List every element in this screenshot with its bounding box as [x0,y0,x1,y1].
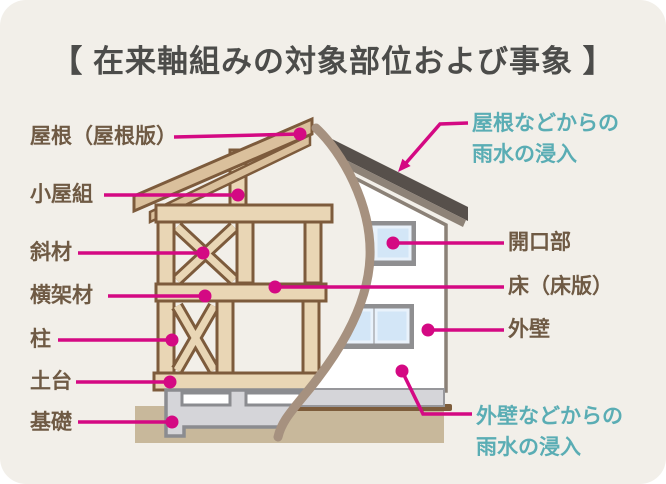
foundation-vent-1 [180,391,232,407]
leader-roof-panel [173,127,307,141]
hazard-roof-arrowhead [398,158,411,172]
leader-kaikoubu [386,236,504,250]
leader-oukazai [108,289,212,303]
cross-brace-1f [171,302,220,374]
label-yuka: 床（床版） [508,275,613,298]
roof-board [132,116,314,214]
post-1f-mid [215,299,235,377]
post-2f-right [303,220,323,285]
label-gaiheki: 外壁 [508,318,550,341]
leader-kiso [78,415,179,429]
leader-koyagumi [104,188,245,202]
finished-foundation-band [278,388,445,407]
top-plate-beam [154,203,334,224]
hazard-wall-line1: 外壁などからの [476,405,623,428]
label-dodai: 土台 [30,370,72,393]
leader-lines [58,121,504,429]
label-kaikoubu: 開口部 [508,231,571,254]
label-hazard-roof: 屋根などからの 雨水の浸入 [472,108,619,170]
label-hazard-wall: 外壁などからの 雨水の浸入 [476,401,623,463]
hazard-wall-line2: 雨水の浸入 [476,436,581,459]
leader-hazard-wall [395,364,472,416]
post-2f-mid [235,220,255,285]
leader-yuka [268,280,504,294]
hazard-roof-line1: 屋根などからの [472,112,619,135]
cutaway-divider-curve [273,123,375,442]
leader-shazai [78,246,210,260]
post-1f-right [301,299,321,377]
label-shazai: 斜材 [30,241,72,264]
leader-hazard-roof [398,121,469,172]
label-oukazai: 横架材 [30,284,93,307]
finished-roof [306,126,468,221]
label-kiso: 基礎 [30,411,72,434]
leader-gaiheki [421,323,504,337]
foundation-vent-2 [244,391,302,407]
rafter [148,133,312,224]
hazard-roof-line2: 雨水の浸入 [472,143,577,166]
diagram-title: 【 在来軸組みの対象部位および事象 】 [51,44,615,79]
label-hashira: 柱 [30,328,51,351]
label-koyagumi: 小屋組 [30,183,93,206]
label-roof-panel: 屋根（屋根版） [30,125,177,148]
leader-hashira [58,333,179,347]
frame-house-half [132,116,342,438]
sill-beam [152,371,332,392]
leader-dodai [76,375,177,389]
